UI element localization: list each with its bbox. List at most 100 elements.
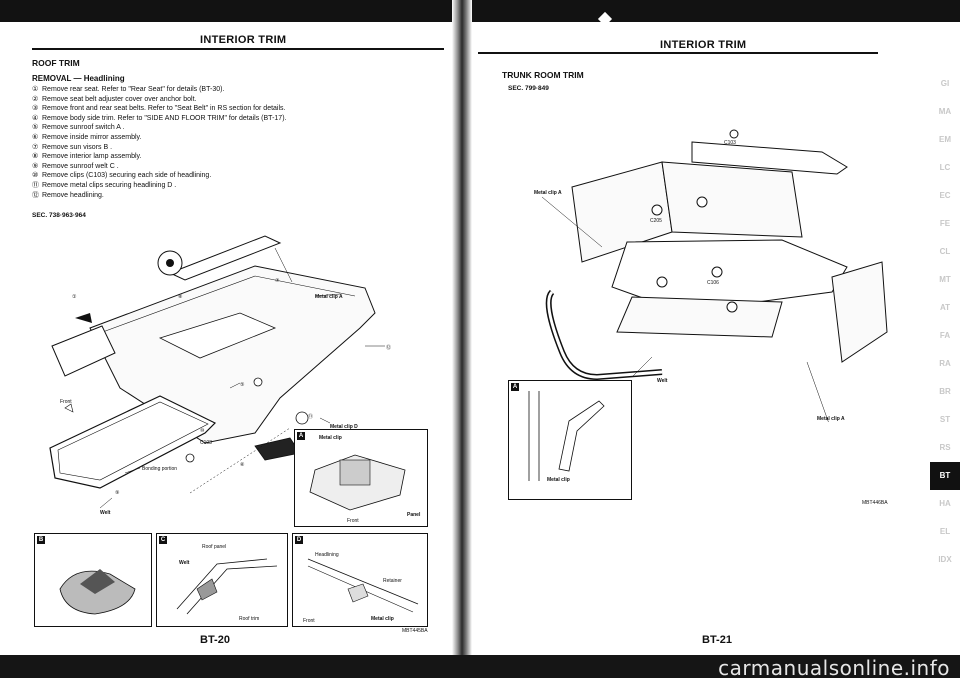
step-number: ③ [32, 105, 39, 113]
inset-a-front: Front [347, 518, 359, 524]
section-code: SEC. 799·849 [508, 85, 549, 92]
tab-at[interactable]: AT [939, 303, 951, 312]
inset-a-right-metal-clip: Metal clip [547, 477, 570, 483]
step-text: Remove body side trim. Refer to "SIDE AN… [42, 114, 287, 122]
callout-c205: C205 [650, 218, 662, 224]
tab-br[interactable]: BR [939, 387, 951, 396]
step-text: Remove sunroof switch A . [42, 124, 125, 132]
front-arrow-icon [64, 403, 74, 413]
step-number: ④ [32, 114, 39, 122]
bottom-scan-border [0, 655, 960, 678]
step-text: Remove interior lamp assembly. [42, 153, 142, 161]
header-rule [478, 52, 878, 54]
trunk-trim-exploded-diagram: Metal clip A Metal clip A Welt C103 C205… [534, 129, 888, 422]
step-text: Remove headlining. [42, 191, 104, 199]
step-number: ⑨ [32, 162, 39, 170]
right-page: INTERIOR TRIM TRUNK ROOM TRIM SEC. 799·8… [472, 22, 960, 655]
inset-d-metal-clip: Metal clip [371, 616, 394, 622]
callout-10: ⑩ [200, 428, 205, 434]
tab-ec[interactable]: EC [939, 191, 951, 200]
step-text: Remove front and rear seat belts. Refer … [42, 105, 286, 113]
inset-c-welt: Welt [179, 560, 190, 566]
tab-ma[interactable]: MA [938, 107, 952, 116]
figure-reference: MBT445BA [402, 628, 428, 634]
step-number: ⑧ [32, 153, 39, 161]
inset-c-roof-panel: Roof panel [202, 544, 226, 550]
tab-ra[interactable]: RA [939, 359, 951, 368]
tab-rs[interactable]: RS [939, 443, 951, 452]
inset-a-right: A Metal clip [508, 380, 632, 500]
section-title: ROOF TRIM [32, 58, 80, 68]
inset-d-front: Front [303, 618, 315, 624]
callout-c103: C103 [724, 140, 736, 146]
callout-welt: Welt [657, 378, 668, 384]
step-text: Remove sunroof welt C . [42, 162, 119, 170]
tab-lc[interactable]: LC [939, 163, 951, 172]
figure-reference: MBT446BA [862, 500, 888, 506]
tab-bt[interactable]: BT [930, 462, 960, 490]
step-text: Remove sun visors B . [42, 143, 113, 151]
tab-fe[interactable]: FE [939, 219, 951, 228]
step-number: ⑩ [32, 172, 39, 180]
headlining-exploded-diagram: ⑦ ⑧ ① Metal clip A ⑫ ⑤ Front ⑪ Metal cli… [49, 235, 391, 516]
tab-em[interactable]: EM [939, 135, 951, 144]
step-number: ⑥ [32, 133, 39, 141]
inset-d: D Headlining Retainer Front Metal clip [292, 533, 428, 627]
tab-fa[interactable]: FA [939, 331, 951, 340]
tab-ha[interactable]: HA [939, 499, 951, 508]
inset-b: B [34, 533, 152, 627]
inset-b-tag: B [37, 536, 45, 544]
step-number: ⑦ [32, 143, 39, 151]
page-header: INTERIOR TRIM [200, 34, 287, 46]
tab-idx[interactable]: IDX [938, 555, 952, 564]
section-code: SEC. 738·963·964 [32, 212, 86, 219]
section-title: TRUNK ROOM TRIM [502, 70, 584, 80]
callout-9: ⑨ [115, 490, 120, 496]
inset-a: A Metal clip Front Panel [294, 429, 428, 527]
watermark: carmanualsonline.info [718, 656, 950, 678]
callout-c106: C106 [707, 280, 719, 286]
inset-d-tag: D [295, 536, 303, 544]
step-number: ⑤ [32, 124, 39, 132]
callout-metal-clip-a: Metal clip A [315, 294, 343, 300]
left-page: INTERIOR TRIM ROOF TRIM REMOVAL — Headli… [0, 22, 452, 655]
callout-12: ⑫ [386, 344, 391, 351]
inset-d-headlining: Headlining [315, 552, 339, 558]
page-number: BT-20 [200, 634, 230, 646]
inset-c: C Roof panel Welt Roof trim [156, 533, 288, 627]
removal-title: REMOVAL — Headlining [32, 74, 125, 83]
callout-7: ⑦ [275, 278, 280, 284]
step-number: ① [32, 86, 39, 93]
page-header: INTERIOR TRIM [660, 39, 747, 51]
step-number: ② [32, 95, 39, 103]
header-rule [32, 48, 444, 50]
tab-el[interactable]: EL [939, 527, 951, 536]
tab-cl[interactable]: CL [939, 247, 951, 256]
step-number: ⑪ [32, 181, 39, 189]
step-text: Remove inside mirror assembly. [42, 133, 142, 141]
book-spine [452, 0, 472, 678]
inset-a-right-tag: A [511, 383, 519, 391]
page-number: BT-21 [702, 634, 732, 646]
tab-mt[interactable]: MT [939, 275, 951, 284]
inset-a-tag: A [297, 432, 305, 440]
inset-a-panel: Panel [407, 512, 421, 518]
step-text: Remove clips (C103) securing each side o… [42, 172, 212, 180]
callout-bonding-portion: Bonding portion [142, 466, 177, 472]
tab-st[interactable]: ST [939, 415, 951, 424]
rear-visor [168, 235, 282, 281]
tab-gi[interactable]: GI [940, 79, 950, 88]
callout-front: Front [60, 399, 72, 405]
sunroof-glass [49, 395, 217, 489]
callout-1: ① [72, 294, 77, 300]
callout-5: ⑤ [240, 382, 245, 388]
